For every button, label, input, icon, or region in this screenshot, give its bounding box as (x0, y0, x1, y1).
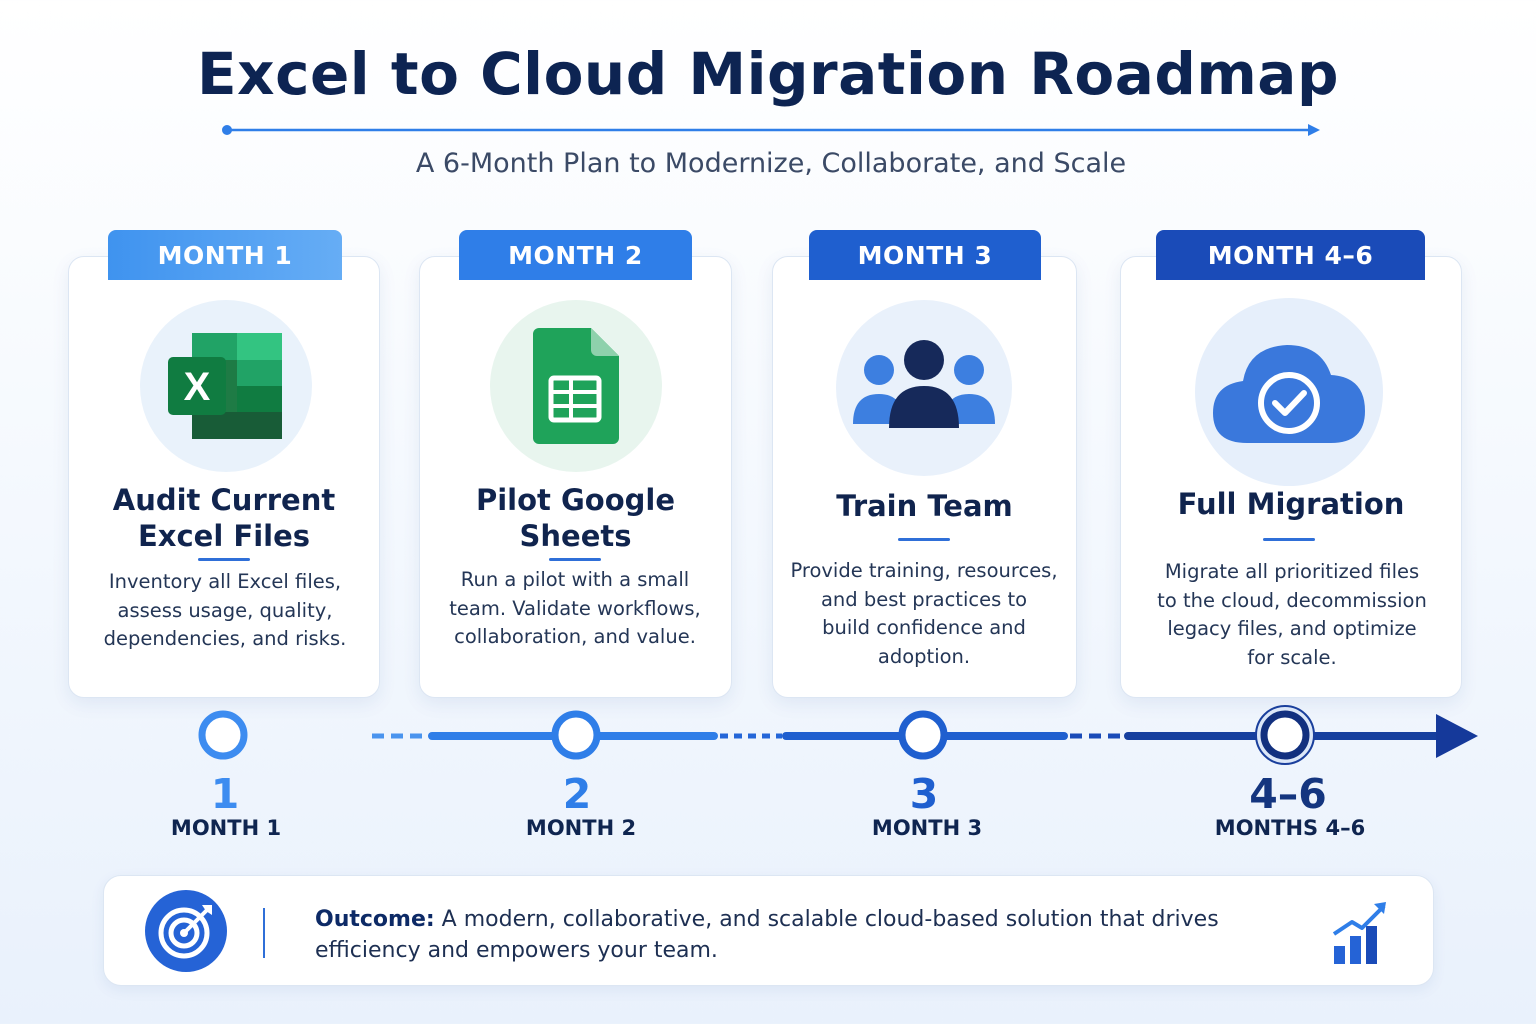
phase-tab-month-4-6: MONTH 4–6 (1156, 230, 1425, 280)
google-sheets-icon (490, 300, 662, 472)
desc-line: Run a pilot with a small (460, 568, 690, 591)
timeline-node-1 (198, 710, 248, 760)
growth-chart-icon (1332, 902, 1386, 964)
phase-divider-month-1 (198, 558, 250, 561)
milestone-label-3: MONTH 3 (871, 816, 983, 840)
desc-line: assess usage, quality, (117, 598, 333, 622)
outcome-text: Outcome: A modern, collaborative, and sc… (315, 904, 1315, 966)
desc-line: Migrate all prioritized files (1164, 560, 1420, 583)
desc-line: legacy files, and optimize (1167, 617, 1417, 640)
outcome-description: A modern, collaborative, and scalable cl… (315, 907, 1219, 963)
phase-title-line-1: Pilot Google (475, 483, 676, 517)
phase-description-month-4-6: Migrate all prioritized files to the clo… (1130, 558, 1454, 672)
timeline-node-4-6 (1260, 710, 1310, 760)
desc-line: collaboration, and value. (454, 625, 696, 648)
phase-title-month-1: Audit Current Excel Files (68, 482, 380, 554)
phase-title-month-3: Train Team (836, 489, 1013, 523)
desc-line: dependencies, and risks. (103, 627, 347, 650)
milestone-label-4-6: MONTHS 4–6 (1214, 816, 1366, 840)
phase-title-line-2: Sheets (519, 519, 632, 553)
milestone-number-4-6: 4–6 (1249, 770, 1327, 818)
page-subtitle: A 6-Month Plan to Modernize, Collaborate… (415, 148, 1127, 179)
phase-title-line-1: Audit Current (112, 483, 336, 517)
desc-line: to the cloud, decommission (1157, 588, 1427, 612)
phase-description-month-3: Provide training, resources, and best pr… (780, 557, 1068, 671)
outcome-divider (263, 908, 265, 958)
phase-title-line-2: Excel Files (137, 519, 311, 553)
title-underline-arrow (222, 124, 1320, 136)
phase-description-month-2: Run a pilot with a small team. Validate … (430, 566, 720, 652)
phase-divider-month-4-6 (1263, 538, 1315, 541)
milestone-number-2: 2 (562, 770, 592, 818)
desc-line: Provide training, resources, (790, 559, 1058, 582)
outcome-panel (103, 875, 1434, 986)
phase-title-month-4-6: Full Migration (1177, 487, 1405, 521)
desc-line: for scale. (1247, 645, 1337, 669)
milestone-number-3: 3 (909, 770, 939, 818)
phase-divider-month-3 (898, 538, 950, 541)
desc-line: adoption. (877, 644, 971, 668)
target-icon (145, 890, 227, 972)
phase-tab-month-2: MONTH 2 (459, 230, 692, 280)
page-title: Excel to Cloud Migration Roadmap (197, 40, 1339, 108)
milestone-label-2: MONTH 2 (525, 816, 637, 840)
timeline-node-2 (551, 710, 601, 760)
excel-icon: X (140, 300, 312, 472)
phase-tab-month-1: MONTH 1 (108, 230, 342, 280)
svg-text:X: X (184, 365, 211, 409)
phase-divider-month-2 (549, 558, 601, 561)
desc-line: Inventory all Excel files, (108, 570, 342, 593)
phase-description-month-1: Inventory all Excel files, assess usage,… (80, 568, 370, 654)
milestone-label-1: MONTH 1 (170, 816, 282, 840)
timeline-node-3 (898, 710, 948, 760)
desc-line: and best practices to (820, 587, 1028, 611)
team-icon (836, 300, 1012, 476)
desc-line: team. Validate workflows, (449, 596, 701, 620)
outcome-label: Outcome: (315, 907, 435, 932)
phase-title-month-2: Pilot Google Sheets (419, 482, 732, 554)
timeline (64, 705, 1478, 765)
phase-tab-month-3: MONTH 3 (809, 230, 1041, 280)
desc-line: build confidence and (822, 616, 1026, 639)
milestone-number-1: 1 (210, 770, 240, 818)
cloud-check-icon (1195, 298, 1383, 486)
